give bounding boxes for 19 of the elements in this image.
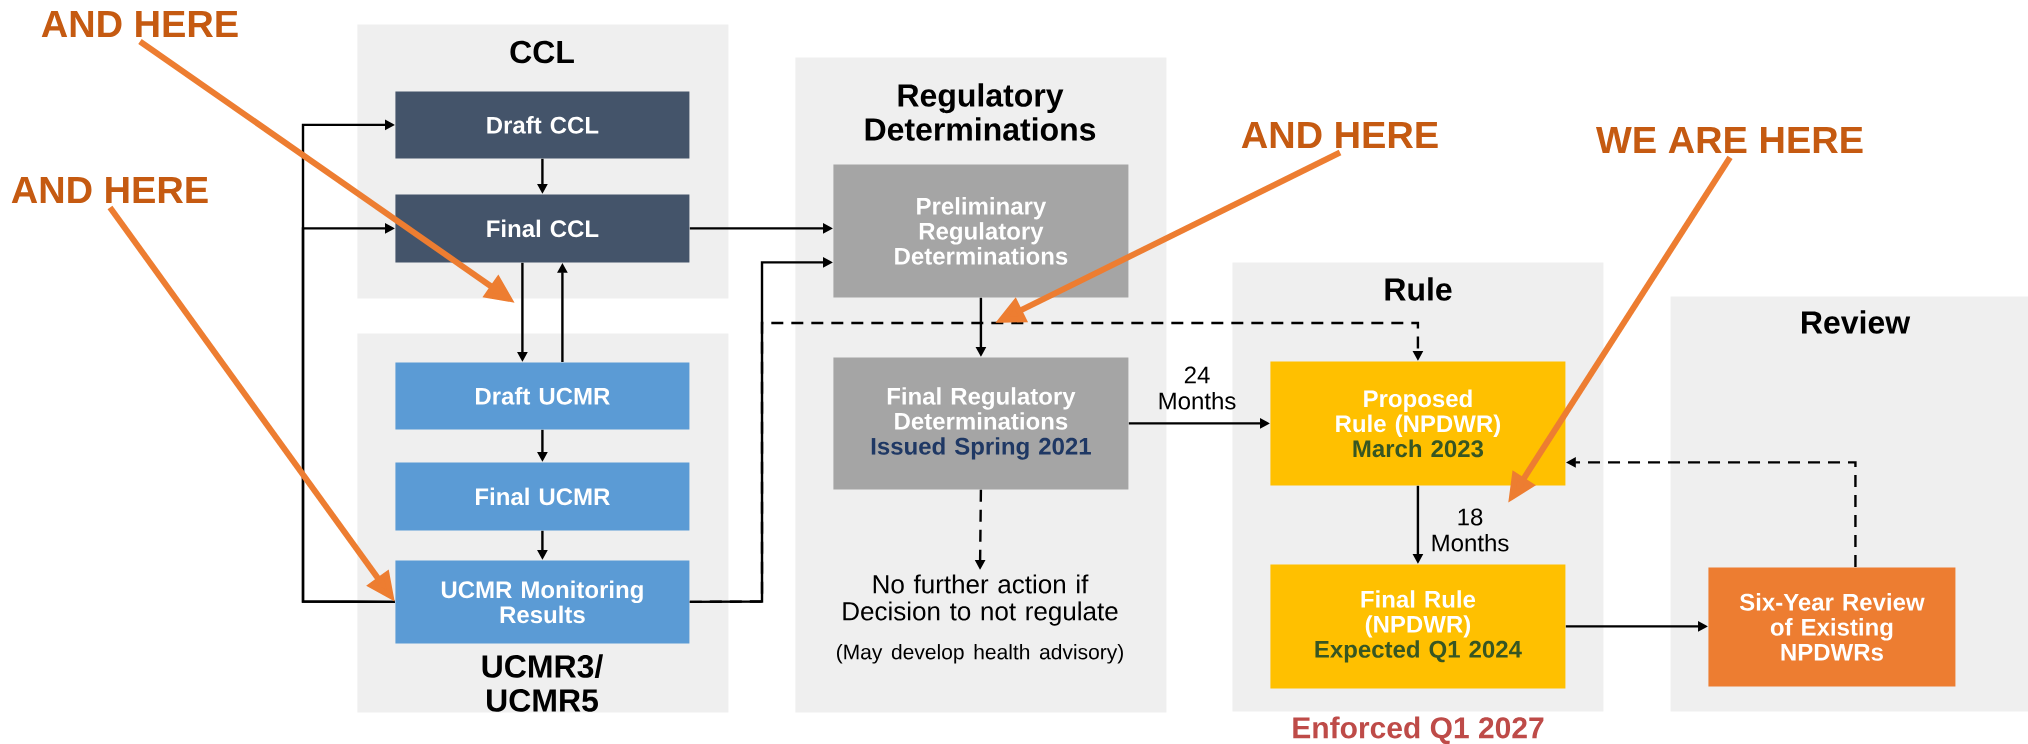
date-note: Enforced Q1 2027 xyxy=(1293,716,1544,744)
process-box: Draft CCL xyxy=(395,91,690,159)
process-box: Preliminary Regulatory Determinations xyxy=(833,164,1129,298)
note-text: No further action if Decision to not regulate (May develop health advisory) xyxy=(837,574,1123,664)
process-box: UCMR Monitoring Results xyxy=(395,560,690,644)
process-box: Six-Year Review of Existing NPDWRs xyxy=(1708,567,1956,687)
dashed-arrow xyxy=(689,321,1424,604)
callout-text: WE ARE HERE xyxy=(1596,126,1863,154)
process-box: Final Rule (NPDWR) Expected Q1 2024 xyxy=(1270,564,1566,689)
process-box: Draft UCMR xyxy=(395,362,690,430)
process-box: Final CCL xyxy=(395,194,690,263)
callout-text: AND HERE xyxy=(41,10,238,38)
callout-text: AND HERE xyxy=(1241,121,1438,149)
process-box: Final Regulatory Determinations Issued Spring 2021 xyxy=(833,357,1129,490)
edge-label: 18 Months xyxy=(1432,508,1509,552)
callout-text: AND HERE xyxy=(11,176,208,204)
process-box: Final UCMR xyxy=(395,462,690,531)
process-box: Proposed Rule (NPDWR) March 2023 xyxy=(1270,361,1566,486)
arrow xyxy=(301,223,395,604)
